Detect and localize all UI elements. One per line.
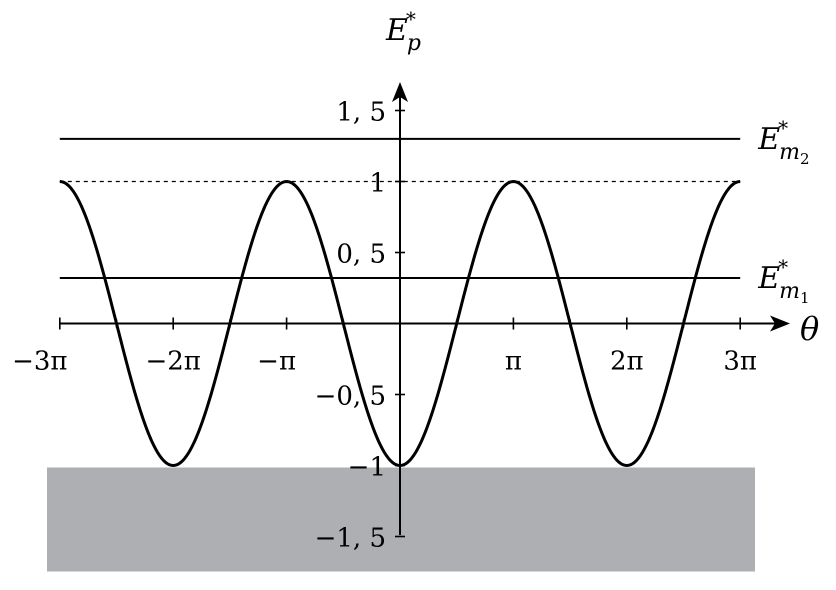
y-ticks: 1, 5 1 0, 5 −0, 5 −1 −1, 5 <box>315 98 405 554</box>
x-tick-label: π <box>505 347 522 377</box>
y-tick-label: −1 <box>348 453 386 483</box>
x-axis-label: θ <box>800 310 819 348</box>
line-label-m1: E*m1 <box>757 255 809 307</box>
x-tick-label: 3π <box>723 347 757 377</box>
y-tick-label: 0, 5 <box>336 240 386 270</box>
x-ticks: −3π −2π −π π 2π 3π <box>12 317 757 377</box>
y-axis-arrow <box>392 82 408 102</box>
y-tick-label: 1, 5 <box>336 98 386 128</box>
labels: E*m2E*m1θ E*p <box>385 7 819 348</box>
x-tick-label: 2π <box>610 347 644 377</box>
y-tick-label: −0, 5 <box>315 382 386 412</box>
x-tick-label: −2π <box>145 347 200 377</box>
x-tick-label: −3π <box>12 347 67 377</box>
x-axis-arrow <box>770 315 790 332</box>
y-tick-label: −1, 5 <box>315 524 386 554</box>
y-axis-label: E*p <box>385 7 421 56</box>
x-tick-label: −π <box>257 347 296 377</box>
line-label-m2: E*m2 <box>757 116 809 168</box>
y-tick-label: 1 <box>369 169 386 199</box>
axes <box>59 82 790 535</box>
